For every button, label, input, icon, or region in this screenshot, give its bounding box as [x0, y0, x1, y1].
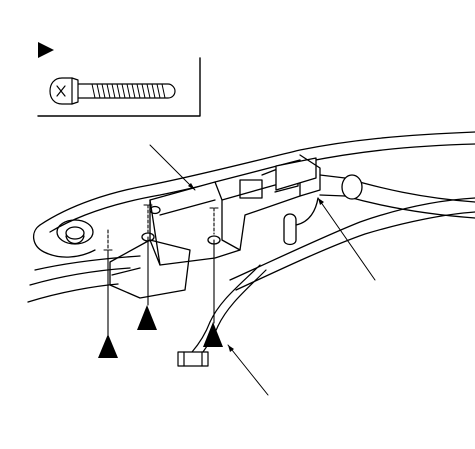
bracket-tab	[275, 157, 317, 191]
mounting-boss-outer	[56, 219, 94, 245]
frame-upper-edge	[39, 131, 475, 226]
legend-box-frame	[37, 57, 201, 117]
wire-harness	[177, 264, 267, 367]
harness-connector	[177, 351, 209, 367]
triangle-marker-icon	[137, 305, 157, 330]
screw-icon	[49, 77, 176, 105]
bracket-body	[109, 154, 321, 299]
cable-upper	[344, 177, 475, 203]
mounting-boss-inner	[65, 226, 85, 240]
frame-lower-rail-2	[29, 267, 131, 286]
triangle-marker-icon	[38, 42, 54, 58]
frame-left-end	[33, 224, 96, 258]
screw-threads	[91, 83, 166, 99]
leader-lines	[149, 144, 376, 396]
frame-lower-rail-3	[27, 283, 119, 303]
cable-assembly	[283, 174, 475, 246]
leader-line-connector	[227, 344, 269, 396]
cable-grommet	[341, 174, 363, 200]
frame-lower-rail	[34, 255, 141, 271]
leader-line-bracket	[149, 144, 196, 191]
screw-location-lines	[103, 204, 219, 336]
leader-line-clip	[317, 197, 376, 281]
cable-clip	[283, 213, 297, 246]
cable-lower	[344, 195, 475, 219]
callout-markers	[98, 305, 223, 358]
legend-box	[37, 42, 201, 117]
bracket-slot	[239, 179, 263, 199]
triangle-marker-icon	[203, 322, 223, 347]
bracket-hole-3	[149, 205, 161, 215]
frame-assembly	[27, 131, 475, 303]
triangle-marker-icon	[98, 334, 118, 358]
frame-right-lower	[229, 197, 475, 281]
